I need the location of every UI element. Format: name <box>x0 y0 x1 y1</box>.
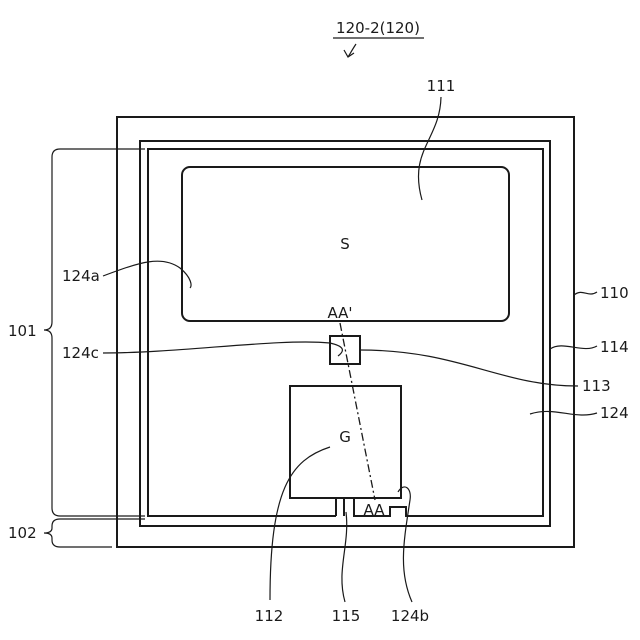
figure-title: 120-2(120) <box>336 19 420 37</box>
label-124b: 124b <box>391 607 429 625</box>
label-110: 110 <box>600 284 629 302</box>
outer-frame-110 <box>117 117 574 547</box>
label-124a: 124a <box>62 267 100 285</box>
label-111: 111 <box>427 77 456 95</box>
frame-114-inner <box>148 149 543 516</box>
leader-124b <box>398 487 412 602</box>
frame-114-outer <box>140 141 550 526</box>
leader-124c <box>103 342 342 356</box>
label-114: 114 <box>600 338 629 356</box>
leader-113 <box>360 350 578 386</box>
leader-110 <box>574 292 597 295</box>
title-arrow-head <box>344 50 354 57</box>
label-G: G <box>339 428 351 446</box>
leader-124 <box>530 411 597 415</box>
label-124c: 124c <box>62 344 99 362</box>
label-AA: AA <box>364 501 386 519</box>
bracket-101 <box>44 149 145 516</box>
label-S: S <box>340 235 350 253</box>
leader-112 <box>270 447 330 600</box>
label-102: 102 <box>8 524 37 542</box>
label-115: 115 <box>332 607 361 625</box>
label-113: 113 <box>582 377 611 395</box>
label-AAprime: AA' <box>327 304 352 322</box>
label-112: 112 <box>255 607 284 625</box>
label-101: 101 <box>8 322 37 340</box>
bracket-102 <box>44 519 145 547</box>
label-124: 124 <box>600 404 629 422</box>
